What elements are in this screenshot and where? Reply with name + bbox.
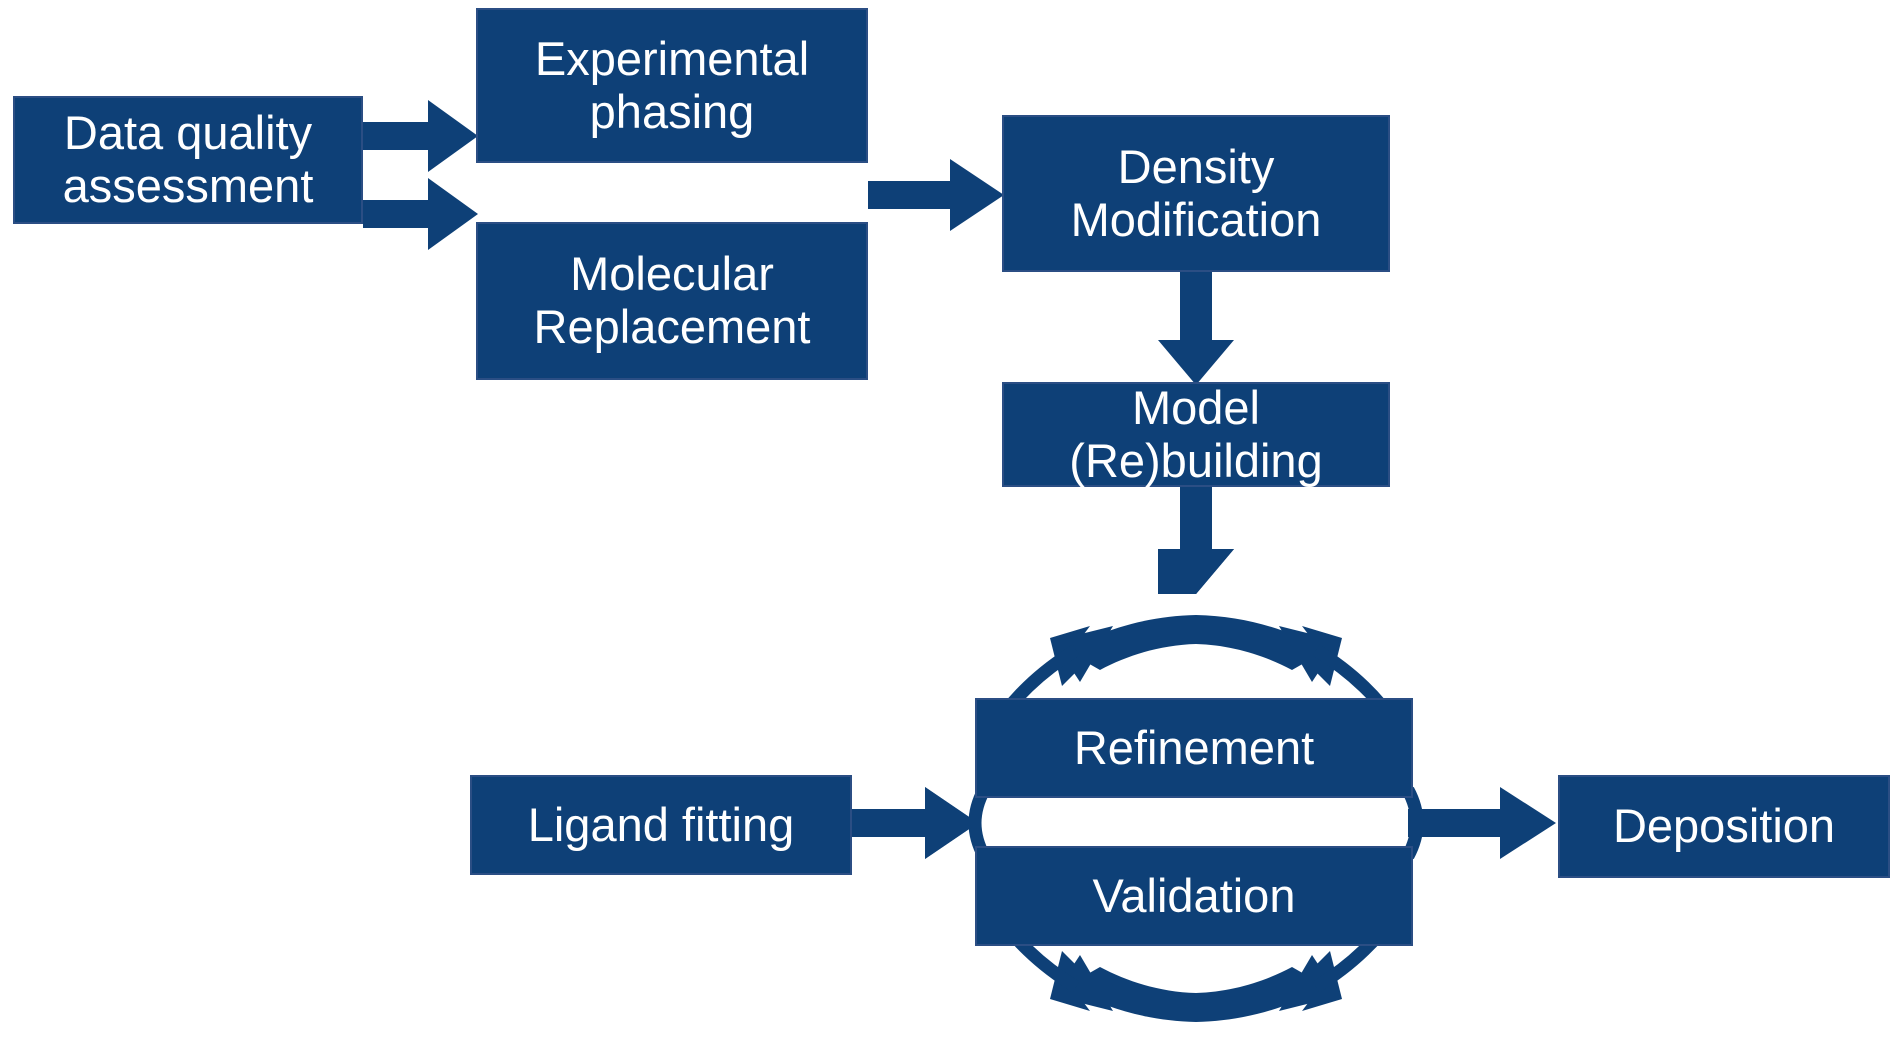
node-model-rebuilding[interactable]: Model (Re)building [1002, 381, 1390, 487]
edge-density-to-model-icon [1158, 271, 1234, 385]
edge-dqa-to-experimental-phasing-icon [363, 100, 478, 172]
node-density-modification[interactable]: Density Modification [1002, 115, 1390, 272]
edge-model-to-cycle-icon [1158, 486, 1234, 594]
node-deposition[interactable]: Deposition [1558, 775, 1890, 878]
node-refinement[interactable]: Refinement [975, 698, 1413, 798]
edge-ligand-to-cycle-icon [852, 787, 978, 859]
node-ligand-fitting[interactable]: Ligand fitting [470, 775, 852, 875]
node-validation[interactable]: Validation [975, 846, 1413, 946]
node-experimental-phasing[interactable]: Experimental phasing [476, 8, 868, 163]
edge-dqa-to-molecular-replacement-icon [363, 178, 478, 250]
node-data-quality-assessment[interactable]: Data quality assessment [13, 96, 363, 224]
edge-phasing-to-density-modification-icon [868, 159, 1004, 231]
node-molecular-replacement[interactable]: Molecular Replacement [476, 222, 868, 380]
edge-cycle-to-deposition-icon [1408, 787, 1556, 859]
